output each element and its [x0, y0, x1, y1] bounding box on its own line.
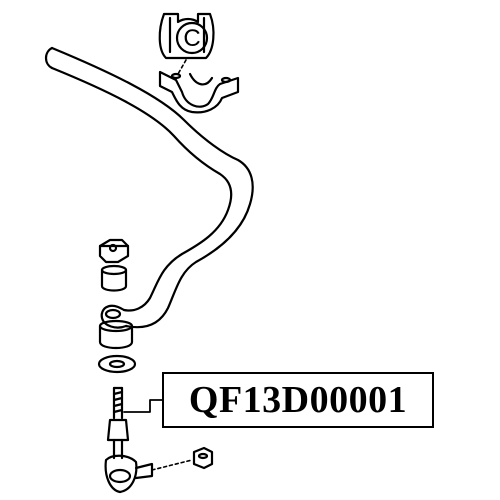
stabilizer-bushing — [158, 12, 215, 60]
stabilizer-link — [104, 386, 154, 494]
bushing-leader-line — [177, 59, 187, 75]
stabilizer-bar — [44, 46, 254, 329]
washer — [97, 354, 137, 374]
nut-leader-line — [151, 459, 193, 471]
bushing-bracket — [158, 70, 240, 114]
callout-letter: C — [183, 25, 200, 52]
part-number-label: QF13D00001 — [162, 372, 434, 428]
part-number-leader-line — [123, 399, 163, 413]
lower-bushing — [98, 319, 134, 350]
top-nut — [98, 238, 130, 264]
callout-circle — [175, 21, 209, 55]
link-nut — [192, 446, 214, 470]
part-number-text: QF13D00001 — [188, 379, 408, 421]
upper-bushing — [100, 264, 128, 292]
